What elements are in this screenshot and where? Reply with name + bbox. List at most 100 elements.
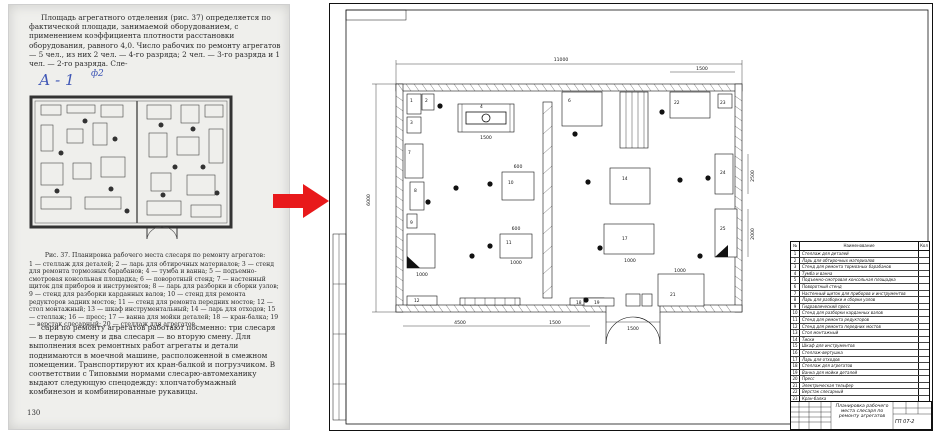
dim-inner-3: 1000 — [624, 258, 636, 264]
caption-title: Рис. 37. Планировка рабочего места слеса… — [44, 252, 266, 259]
spec-row-qty — [919, 376, 929, 382]
spec-row-number: 15 — [791, 343, 800, 349]
dim-side-2: 2000 — [750, 228, 756, 240]
spec-row-name: Пресс — [800, 376, 919, 382]
dim-inner-6: 600 — [512, 226, 521, 232]
spec-row-number: 10 — [791, 310, 800, 316]
spec-row-name: Тумба и ванна — [800, 270, 919, 277]
spec-row-name: Стенд для ремонта передних мостов — [800, 323, 919, 330]
spec-row-qty — [919, 317, 929, 323]
spec-row-qty — [919, 258, 929, 264]
spec-row-qty — [919, 310, 929, 316]
spec-row-qty — [919, 271, 929, 277]
spec-row-name: Стеллаж для деталей — [800, 251, 919, 257]
spec-row-qty — [919, 357, 929, 363]
spec-table-header: № Наименование Кол — [791, 242, 929, 251]
spec-row-name: Ванна для мойки деталей — [800, 369, 919, 376]
scanned-book-page: Площадь агрегатного отделения (рис. 37) … — [8, 4, 290, 430]
item-label: 24 — [720, 170, 726, 176]
item-label: 18 — [576, 300, 582, 306]
spec-row-name: Тиски — [800, 336, 919, 343]
arrow-right-icon — [273, 184, 329, 218]
item-label: 22 — [674, 100, 680, 106]
spec-row-qty — [919, 264, 929, 270]
item-label: 2 — [425, 98, 428, 104]
spec-row-qty — [919, 343, 929, 349]
spec-row-number: 12 — [791, 323, 800, 330]
scan-intro-paragraph: Площадь агрегатного отделения (рис. 37) … — [29, 13, 281, 69]
spec-row-number: 7 — [791, 290, 800, 297]
spec-row-number: 5 — [791, 277, 800, 283]
spec-row-number: 22 — [791, 389, 800, 396]
spec-row-name: Гидравлический пресс — [800, 303, 919, 310]
item-label: 7 — [408, 150, 411, 156]
spec-col-qty: Кол — [920, 243, 928, 248]
spec-row-name: Ларь для обтирочных материалов — [800, 257, 919, 264]
spec-row-number: 20 — [791, 376, 800, 382]
spec-row-name: Электрическая тельфер — [800, 382, 919, 389]
spec-row-qty — [919, 297, 929, 303]
spec-row-number: 23 — [791, 396, 800, 402]
dim-overall-width: 11000 — [554, 57, 569, 63]
spec-row-qty — [919, 370, 929, 376]
handwritten-note: А - 1 — [39, 71, 75, 89]
scan-floor-plan — [29, 95, 233, 240]
title-block-title: Планировка рабочего места слесаря по рем… — [835, 404, 889, 419]
title-block: Планировка рабочего места слесаря по рем… — [790, 401, 932, 430]
spec-row-qty — [919, 389, 929, 395]
spec-row-qty — [919, 363, 929, 369]
spec-row-number: 18 — [791, 363, 800, 369]
spec-row-qty — [919, 277, 929, 283]
spec-row-name: Стол монтажный — [800, 330, 919, 336]
spec-row-name: Стеллаж-вертушка — [800, 349, 919, 356]
spec-row-name: Подъемно-смотровая консольная площадка — [800, 277, 919, 283]
item-label: 12 — [414, 298, 420, 304]
scan-figure-caption: Рис. 37. Планировка рабочего места слеса… — [29, 252, 281, 329]
dim-inner-2: 1000 — [510, 260, 522, 266]
item-label: 3 — [410, 120, 413, 126]
spec-row-number: 13 — [791, 330, 800, 336]
spec-row-name: Стенд для разборки карданных валов — [800, 310, 919, 316]
spec-row-number: 19 — [791, 369, 800, 376]
spec-row-name: Настенный щиток для приборов и инструмен… — [800, 290, 919, 297]
spec-row-number: 11 — [791, 316, 800, 323]
spec-row-number: 1 — [791, 251, 800, 257]
spec-row-qty — [919, 350, 929, 356]
item-label: 23 — [720, 100, 726, 106]
handwritten-note-2: ф2 — [91, 69, 104, 79]
spec-row-number: 4 — [791, 270, 800, 277]
dim-inner-5: 600 — [514, 164, 523, 170]
spec-row-qty — [919, 304, 929, 310]
title-block-code: ГП 07-2 — [895, 419, 915, 425]
drawing-sheet: 11000 1500 6000 4500 1500 1500 1000 1000… — [329, 3, 933, 431]
dim-inner-4: 1000 — [674, 268, 686, 274]
spec-row-qty — [919, 330, 929, 336]
item-label: 8 — [414, 188, 417, 194]
spec-row-name: Ларь для разборки и сборки узлов — [800, 297, 919, 303]
item-label: 4 — [480, 104, 483, 110]
spec-row-name: Стенд для ремонта редукторов — [800, 316, 919, 323]
spec-col-name: Наименование — [800, 242, 919, 250]
dim-bottom-1: 4500 — [454, 320, 466, 326]
spec-row-name: Поворотный стенд — [800, 283, 919, 290]
item-label: 17 — [622, 236, 628, 242]
spec-row-number: 6 — [791, 283, 800, 290]
